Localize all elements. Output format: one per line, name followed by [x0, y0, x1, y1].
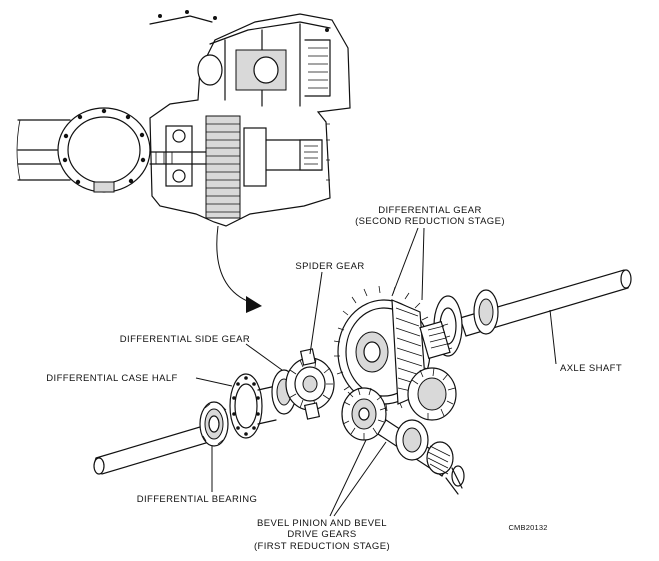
exploded-gear-assembly [93, 269, 632, 495]
pinion-shaft [377, 419, 465, 495]
differential-bearing [199, 401, 229, 447]
labels: DIFFERENTIAL GEAR (SECOND REDUCTION STAG… [46, 205, 622, 552]
axle-housing-cutaway [16, 10, 351, 227]
differential-ring-gear [333, 285, 434, 412]
label-bevel-drive-gears: DRIVE GEARS [287, 529, 356, 540]
bevel-drive-gear [407, 367, 457, 421]
leader-lines [195, 227, 557, 517]
spider-gear [285, 348, 335, 420]
label-spider-gear: SPIDER GEAR [295, 261, 364, 272]
label-bevel-pinion: BEVEL PINION AND BEVEL [257, 518, 387, 529]
label-differential-gear: DIFFERENTIAL GEAR [378, 205, 482, 216]
callout-arrow [216, 225, 262, 313]
label-differential-case-half: DIFFERENTIAL CASE HALF [46, 373, 177, 384]
label-first-reduction-stage: (FIRST REDUCTION STAGE) [254, 541, 390, 552]
label-differential-side-gear: DIFFERENTIAL SIDE GEAR [120, 334, 250, 345]
label-differential-gear-stage: (SECOND REDUCTION STAGE) [355, 216, 505, 227]
label-axle-shaft: AXLE SHAFT [560, 363, 622, 374]
label-differential-bearing: DIFFERENTIAL BEARING [137, 494, 258, 505]
axle-shaft [419, 269, 632, 360]
bevel-pinion [341, 387, 387, 441]
differential-case-half [229, 373, 277, 439]
figure-code: CMB20132 [508, 523, 547, 532]
